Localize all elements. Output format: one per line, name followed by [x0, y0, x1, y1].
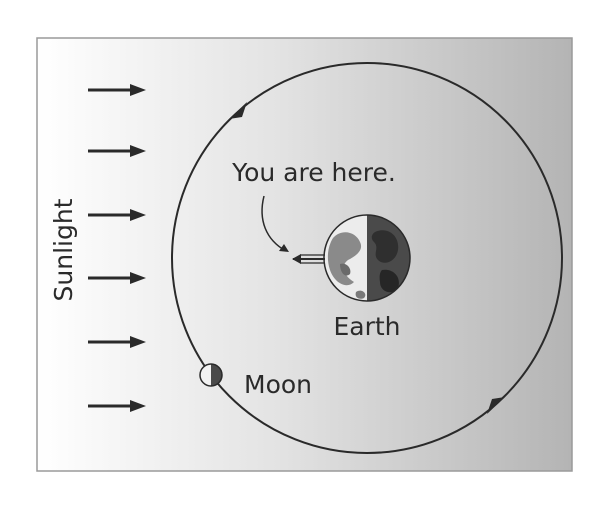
sunlight-arrow-icon [88, 209, 146, 221]
orbit-arrowhead-icon [487, 397, 505, 414]
earth [323, 214, 411, 302]
sunlight-arrow-icon [88, 336, 146, 348]
earth-label: Earth [333, 312, 400, 341]
moon-night-side [211, 364, 222, 386]
you-are-here-label: You are here. [231, 158, 396, 187]
moon [199, 363, 223, 387]
moon-label: Moon [244, 370, 312, 399]
pointer-arrow [261, 195, 287, 252]
sunlight-arrows [88, 84, 146, 412]
sunlight-arrow-icon [88, 400, 146, 412]
moon-outline [199, 363, 223, 387]
observer-marker [292, 254, 325, 264]
orbit-arrowhead-icon [229, 102, 247, 119]
pointer-arrowhead-icon [279, 244, 289, 252]
sunlight-arrow-icon [88, 84, 146, 96]
earth-continents [327, 230, 399, 299]
sunlight-arrow-icon [88, 145, 146, 157]
sunlight-arrow-icon [88, 272, 146, 284]
moon-orbit [171, 62, 563, 454]
sunlight-label: Sunlight [49, 198, 78, 301]
